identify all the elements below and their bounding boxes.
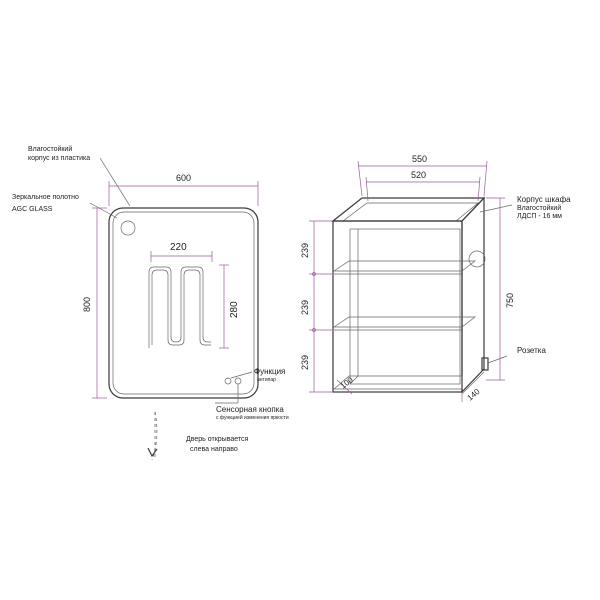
heater-width-dim: 220 (170, 242, 187, 253)
shelf-middle (332, 316, 477, 328)
shelf-gap-bottom-dim: 239 (300, 355, 310, 370)
cabinet-height-dim: 750 (505, 293, 515, 308)
socket-icon (481, 357, 489, 371)
cabinet-outer-width-dim: 550 (412, 154, 427, 164)
touch-button-label: Сенсорная кнопка (216, 405, 284, 414)
function-label: Функция (254, 367, 285, 376)
mirror-frame-inner (112, 211, 255, 395)
touch-button-sublabel: с функцией изменения яркости (216, 414, 289, 421)
heater-height-dim: 280 (229, 301, 240, 318)
cabinet-front (332, 220, 463, 393)
depth-right-dim: 140 (466, 387, 482, 403)
heater-serpentine-outer (148, 266, 211, 348)
door-label-1: Дверь открывается (186, 436, 249, 443)
body-material-label-1: Влагостойкий (28, 145, 72, 153)
cabinet-bottom (333, 375, 463, 390)
heater-serpentine (151, 269, 211, 346)
depth-left-dim: 100 (339, 375, 355, 391)
cabinet-isometric-view: Розетка Корпус шкафа Влагостойкий ЛДСП -… (300, 154, 571, 403)
antifog-label: антипар (257, 377, 276, 383)
cabinet-body-label-1: Корпус шкафа (517, 195, 571, 204)
body-material-label-2: корпус из пластика (28, 155, 90, 162)
glass-label: AGC GLASS (12, 206, 53, 213)
cabinet-inner-width-dim: 520 (411, 170, 426, 180)
shelf-top (332, 260, 477, 272)
cabinet-side (461, 196, 485, 394)
mirror-width-dim: 600 (176, 173, 191, 183)
side-hole-icon (468, 250, 486, 268)
mirror-frame (108, 207, 259, 399)
mirror-front-view: 220 280 600 800 Влагостойкий корпус из п… (12, 145, 289, 461)
shelf-gap-mid-dim: 239 (300, 300, 310, 315)
door-swing-arc (151, 411, 158, 461)
mirror-height-dim: 800 (82, 297, 92, 312)
cabinet-body-label-2: Влагостойкий (517, 204, 561, 212)
cabinet-top (331, 197, 486, 222)
mirror-sheet-label: Зеркальное полотно (12, 194, 79, 201)
socket-label: Розетка (517, 346, 546, 355)
antifog-button-icon (224, 377, 232, 385)
cabinet-opening (349, 228, 461, 385)
mirror-circle-icon (120, 220, 136, 236)
door-label-2: слева направо (190, 446, 238, 453)
cabinet-body-label-3: ЛДСП - 16 мм (517, 213, 562, 220)
shelf-gap-top-dim: 239 (300, 243, 310, 258)
touch-button-icon (234, 377, 242, 385)
